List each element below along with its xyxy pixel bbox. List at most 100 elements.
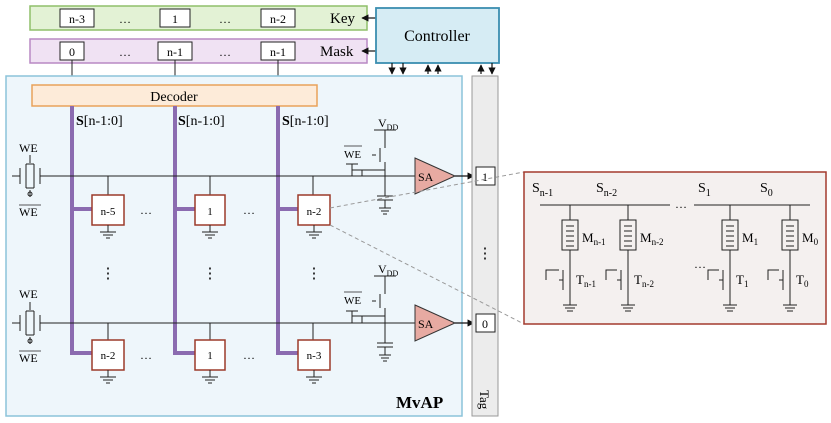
detail-t-label: T0	[796, 272, 809, 289]
we-bar-text: WE	[19, 351, 38, 365]
key-ellipsis: …	[119, 12, 131, 26]
tag-ellipsis: ⋮	[478, 246, 493, 262]
v-ellipsis: ⋮	[203, 266, 218, 282]
we-bar-text: WE	[19, 205, 38, 219]
mask-register: 0 … n-1 … n-1 Mask	[29, 38, 376, 64]
sa-label: SA	[418, 170, 434, 184]
precharge-bottom	[346, 275, 396, 362]
match-lines	[45, 175, 415, 324]
cell: n-5	[91, 194, 125, 226]
bus-label: S[n-1:0]	[178, 114, 225, 129]
h-ellipsis: …	[243, 348, 255, 362]
dotted-gaps	[146, 175, 262, 324]
mvap-array: MvAP	[5, 75, 463, 417]
ground-symbols	[100, 225, 322, 384]
h-ellipsis: …	[140, 348, 152, 362]
mask-cell-text: 0	[69, 45, 75, 59]
cell: 1	[194, 339, 226, 371]
v-ellipsis: ⋮	[307, 266, 322, 282]
controller-block: Controller	[375, 7, 500, 75]
cell-text: n-2	[307, 206, 322, 218]
detail-column	[545, 205, 579, 312]
we-bar-label-top: WE	[19, 204, 41, 219]
we-bar-pre-bottom: WE	[344, 291, 362, 307]
we-bar-text: WE	[344, 149, 361, 161]
we-label: WE	[19, 287, 38, 301]
cell-text: n-2	[101, 350, 116, 362]
detail-s-label: Sn-2	[596, 181, 617, 199]
precharge-top	[346, 129, 396, 215]
tag-cell	[475, 313, 496, 333]
decoder-label: Decoder	[150, 90, 198, 105]
cell-row-top	[107, 176, 314, 195]
mask-cell-text: n-1	[270, 45, 286, 59]
vdd-label: VDD	[378, 116, 398, 132]
cell: n-2	[297, 194, 331, 226]
we-gate-top	[12, 155, 46, 197]
cell-text: 1	[207, 350, 213, 362]
detail-column	[707, 205, 739, 312]
sense-amp-top: SA	[414, 157, 475, 195]
detail-t-label: Tn-2	[634, 272, 654, 289]
tag-cell	[475, 166, 496, 186]
tag-cell-text: 0	[482, 317, 488, 331]
we-bar-text: WE	[344, 295, 361, 307]
cell-text: n-5	[101, 206, 116, 218]
detail-column	[767, 205, 799, 312]
detail-s-label: S1	[698, 181, 711, 199]
tag-label: Tag	[477, 390, 492, 410]
detail-m-label: M0	[802, 230, 819, 247]
key-cell-text: n-2	[270, 12, 286, 26]
key-cell	[59, 8, 95, 28]
detail-s-label: Sn-1	[532, 181, 553, 199]
h-ellipsis: …	[140, 203, 152, 217]
key-cell	[159, 8, 191, 28]
detail-s-label: S0	[760, 181, 773, 199]
detail-m-label: Mn-1	[582, 230, 606, 247]
key-cell-text: n-3	[69, 12, 85, 26]
cell-detail-inset: … …	[523, 171, 827, 325]
tag-cell-text: 1	[482, 170, 488, 184]
bus-label: S[n-1:0]	[76, 114, 123, 129]
sa-label: SA	[418, 317, 434, 331]
vdd-label: VDD	[378, 262, 398, 278]
mvap-title: MvAP	[396, 393, 443, 412]
h-ellipsis: …	[243, 203, 255, 217]
cell-row-bottom-lines	[107, 323, 314, 340]
v-ellipsis: ⋮	[101, 266, 116, 282]
detail-t-label: T1	[736, 272, 748, 289]
zoom-lines	[329, 171, 525, 325]
key-cell-text: 1	[172, 12, 178, 26]
cell-text: 1	[207, 206, 213, 218]
bus-label: S[n-1:0]	[282, 114, 329, 129]
key-ellipsis: …	[219, 12, 231, 26]
detail-ellipsis: …	[675, 197, 687, 211]
cell: 1	[194, 194, 226, 226]
detail-column	[605, 205, 637, 312]
we-label: WE	[19, 141, 38, 155]
we-bar-label-bottom: WE	[19, 350, 41, 365]
controller-label: Controller	[404, 28, 470, 45]
detail-m-label: M1	[742, 230, 758, 247]
decoder-block: Decoder	[31, 84, 318, 107]
we-gate-bottom	[12, 302, 46, 344]
mask-ellipsis: …	[119, 45, 131, 59]
tag-register: 1 ⋮ 0 Tag	[471, 75, 499, 417]
cell: n-3	[297, 339, 331, 371]
array-ellipses: … … … … ⋮ ⋮ ⋮	[101, 203, 322, 362]
mask-ellipsis: …	[219, 45, 231, 59]
cell: n-2	[91, 339, 125, 371]
sense-amp-bottom: SA	[414, 304, 475, 342]
cell-text: n-3	[307, 350, 322, 362]
detail-t-label: Tn-1	[576, 272, 596, 289]
mask-cell-text: n-1	[167, 45, 183, 59]
search-buses	[70, 106, 298, 355]
key-cell	[260, 8, 296, 28]
bus-labels: S[n-1:0] S[n-1:0] S[n-1:0]	[76, 114, 329, 129]
detail-m-label: Mn-2	[640, 230, 664, 247]
key-register: n-3 … 1 … n-2 Key	[29, 5, 376, 31]
we-bar-pre-top: WE	[344, 145, 362, 161]
mask-label: Mask	[320, 44, 354, 60]
detail-ellipsis: …	[694, 257, 706, 271]
